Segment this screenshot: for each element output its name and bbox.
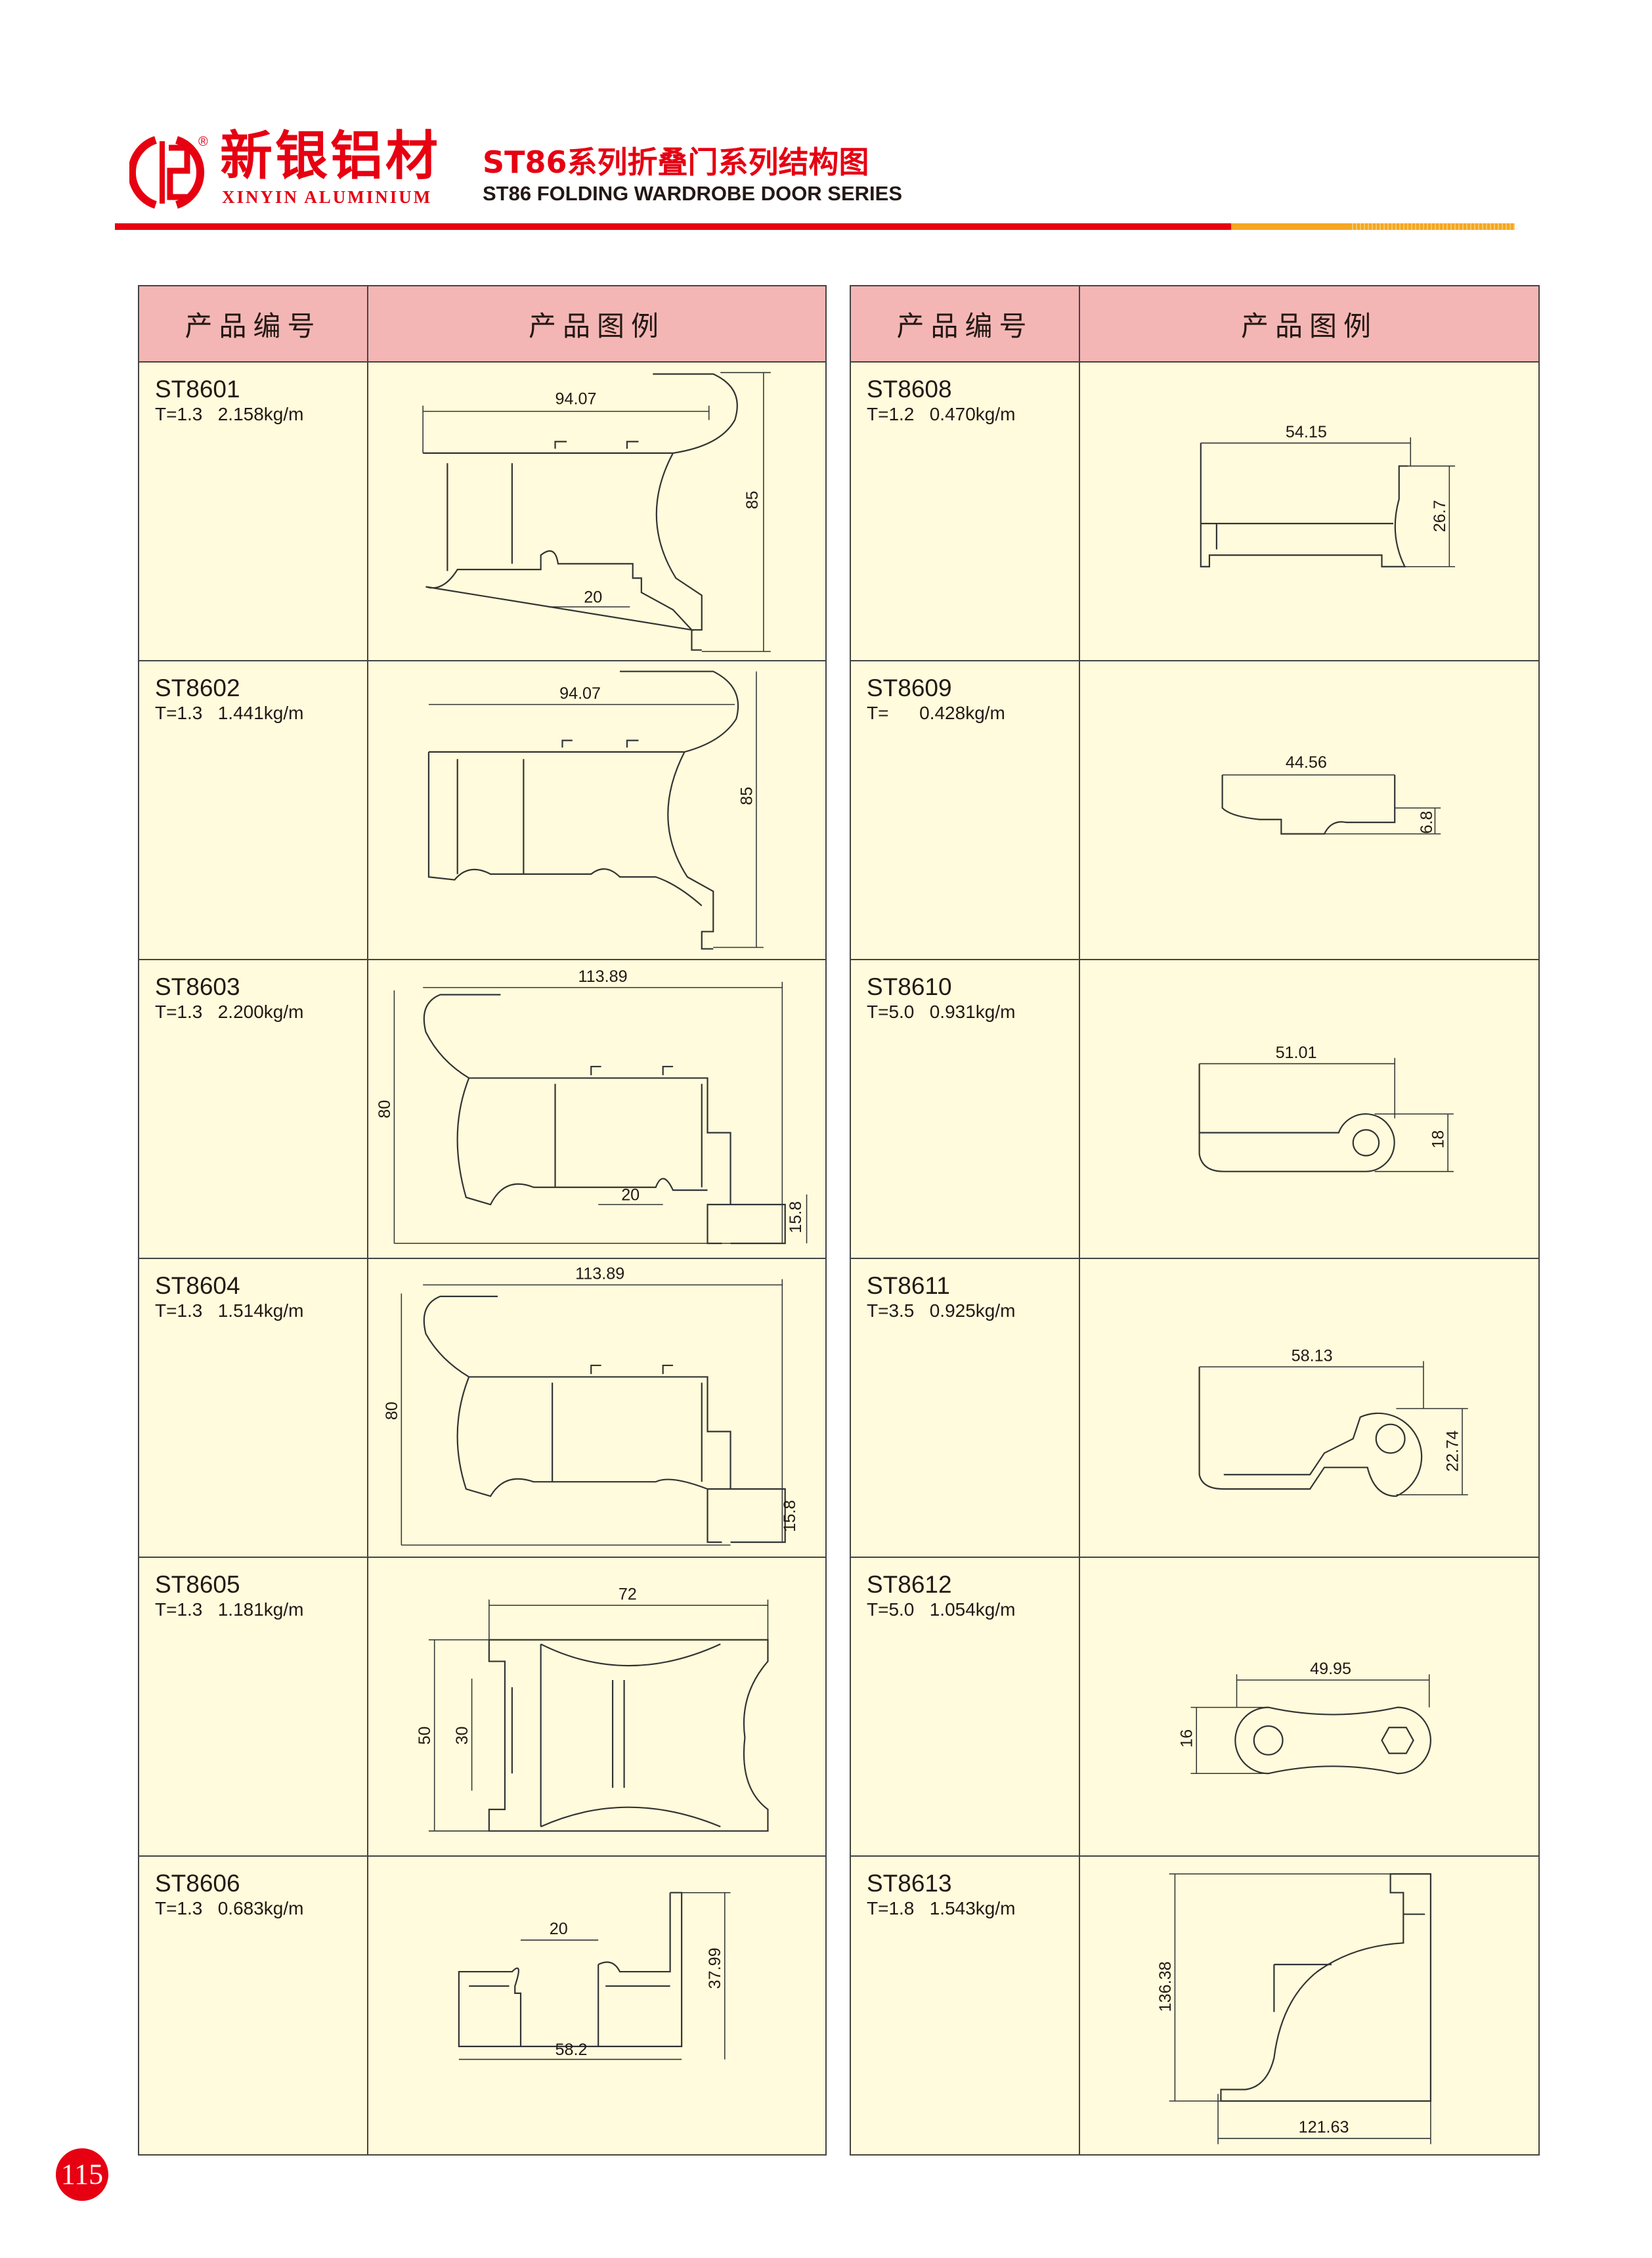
dim-label: 58.2 xyxy=(555,2041,588,2059)
page-title-en: ST86 FOLDING WARDROBE DOOR SERIES xyxy=(483,182,903,205)
logo-emblem-icon xyxy=(127,136,205,209)
product-code: ST8609 xyxy=(867,675,952,701)
dim-label: 80 xyxy=(383,1402,401,1420)
dim-label: 22.74 xyxy=(1443,1430,1462,1472)
brand-name-en: XINYIN ALUMINIUM xyxy=(222,187,433,207)
dim-label: 30 xyxy=(453,1727,471,1745)
product-spec: T=1.3 1.181kg/m xyxy=(155,1599,304,1620)
profile-drawing-st8602: 94.07 85 xyxy=(427,671,764,950)
profile-drawing-st8608: 54.15 26.7 xyxy=(1200,423,1456,567)
dim-label: 94.07 xyxy=(555,389,597,408)
product-code: ST8613 xyxy=(867,1870,952,1897)
dim-label: 94.07 xyxy=(559,684,601,703)
dim-label: 15.8 xyxy=(787,1201,805,1233)
dim-label: 20 xyxy=(584,588,602,606)
product-spec: T=1.3 1.441kg/m xyxy=(155,703,304,723)
product-code: ST8610 xyxy=(867,973,952,1000)
dim-label: 54.15 xyxy=(1286,423,1327,441)
product-spec: T=1.3 1.514kg/m xyxy=(155,1300,304,1321)
dim-label: 26.7 xyxy=(1431,500,1449,532)
product-spec: T=1.3 2.158kg/m xyxy=(155,404,304,424)
dim-label: 51.01 xyxy=(1276,1044,1317,1062)
product-spec: T=1.8 1.543kg/m xyxy=(867,1898,1016,1918)
dim-label: 44.56 xyxy=(1286,753,1327,772)
dim-label: 18 xyxy=(1429,1130,1448,1149)
dim-label: 113.89 xyxy=(575,1265,624,1283)
product-code: ST8608 xyxy=(867,376,952,403)
registered-mark: ® xyxy=(198,135,208,149)
profile-drawing-st8612: 49.95 16 xyxy=(1178,1660,1431,1775)
dim-label: 49.95 xyxy=(1310,1660,1351,1678)
dim-label: 85 xyxy=(737,787,756,805)
profile-drawing-st8605: 72 50 30 xyxy=(416,1585,769,1832)
product-code: ST8604 xyxy=(155,1272,240,1299)
product-spec: T= 0.428kg/m xyxy=(867,703,1005,723)
dim-label: 80 xyxy=(376,1100,394,1118)
dim-label: 37.99 xyxy=(706,1947,724,1989)
col-header-code: 产品编号 xyxy=(850,285,1080,363)
product-spec: T=1.2 0.470kg/m xyxy=(867,404,1016,424)
page-title-cn: ST86系列折叠门系列结构图 xyxy=(483,144,869,180)
brand-name-cn: 新银铝材 xyxy=(220,125,441,187)
profile-drawing-st8606: 20 37.99 58.2 xyxy=(458,1892,731,2060)
dim-label: 20 xyxy=(621,1185,640,1204)
profile-drawing-st8611: 58.13 22.74 xyxy=(1198,1346,1468,1497)
product-code: ST8611 xyxy=(867,1272,950,1299)
product-code: ST8601 xyxy=(155,376,240,403)
product-spec: T=5.0 0.931kg/m xyxy=(867,1002,1016,1022)
col-header-drawing: 产品图例 xyxy=(1079,285,1540,363)
dim-label: 121.63 xyxy=(1299,2118,1349,2136)
product-code: ST8602 xyxy=(155,675,240,701)
product-spec: T=1.3 0.683kg/m xyxy=(155,1898,304,1918)
dim-label: 20 xyxy=(550,1920,568,1938)
dim-label: 136.38 xyxy=(1156,1961,1175,2012)
brand-logo xyxy=(127,135,208,210)
dim-label: 50 xyxy=(416,1727,434,1745)
dim-label: 16 xyxy=(1178,1729,1196,1748)
dim-label: 72 xyxy=(619,1585,637,1603)
product-code: ST8612 xyxy=(867,1571,952,1598)
header-divider-red xyxy=(115,223,1231,230)
profile-drawing-st8601: 94.07 85 20 xyxy=(422,372,771,652)
product-spec: T=5.0 1.054kg/m xyxy=(867,1599,1016,1620)
dim-label: 85 xyxy=(743,491,762,509)
product-spec: T=1.3 2.200kg/m xyxy=(155,1002,304,1022)
dim-label: 113.89 xyxy=(578,967,628,986)
profile-drawing-st8603: 113.89 80 15.8 20 xyxy=(376,967,808,1245)
product-spec: T=3.5 0.925kg/m xyxy=(867,1300,1016,1321)
dim-label: 15.8 xyxy=(781,1500,799,1532)
header-divider-orange xyxy=(1231,223,1515,230)
profile-drawing-st8610: 51.01 18 xyxy=(1198,1044,1454,1172)
col-header-drawing: 产品图例 xyxy=(367,285,827,363)
product-code: ST8606 xyxy=(155,1870,240,1897)
header-divider-orange-solid xyxy=(1231,223,1349,230)
profile-drawing-st8609: 44.56 6.8 xyxy=(1221,753,1441,835)
page-number: 115 xyxy=(56,2148,108,2201)
profile-drawing-st8613: 136.38 121.63 xyxy=(1156,1873,1431,2144)
col-header-code: 产品编号 xyxy=(138,285,368,363)
product-code: ST8603 xyxy=(155,973,240,1000)
profile-drawing-st8604: 113.89 80 15.8 xyxy=(383,1265,799,1546)
dim-label: 6.8 xyxy=(1418,811,1436,834)
dim-label: 58.13 xyxy=(1292,1346,1333,1365)
product-code: ST8605 xyxy=(155,1571,240,1598)
